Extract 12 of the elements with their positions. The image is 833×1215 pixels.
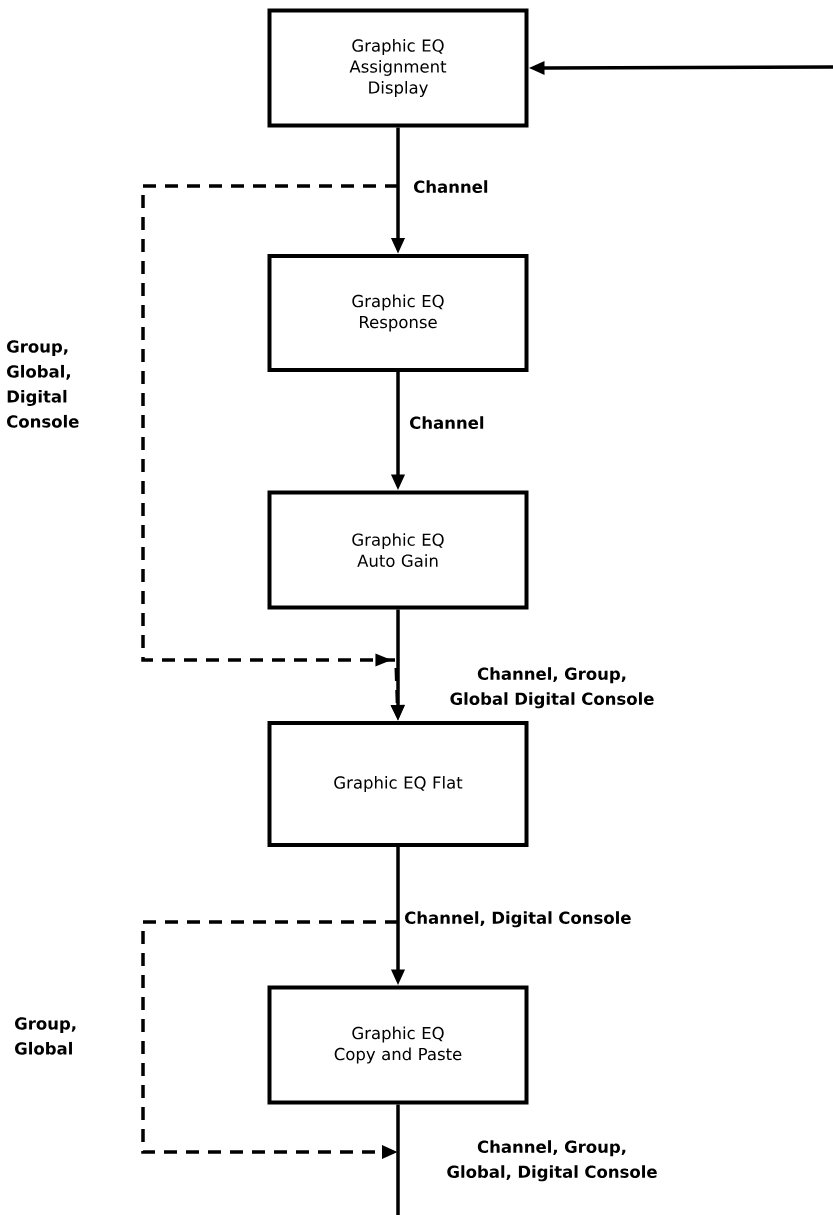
process-box: Graphic EQ Flat: [267, 721, 529, 847]
process-box: Graphic EQ Response: [267, 254, 529, 372]
edge-label: Group, Global: [15, 1017, 76, 1055]
edge-label: Channel, Group, Global, Digital Console: [447, 1140, 657, 1182]
edge-label: Channel: [414, 180, 488, 193]
edge-label: Channel, Digital Console: [405, 911, 631, 928]
process-box: Graphic EQ Assignment Display: [267, 8, 529, 128]
process-box: Graphic EQ Copy and Paste: [267, 985, 529, 1105]
edge-label: Group, Global, Digital Console: [7, 340, 79, 428]
process-box: Graphic EQ Auto Gain: [267, 490, 529, 610]
edge-label: Channel, Group, Global Digital Console: [450, 667, 654, 709]
edge-label: Channel: [410, 416, 484, 429]
